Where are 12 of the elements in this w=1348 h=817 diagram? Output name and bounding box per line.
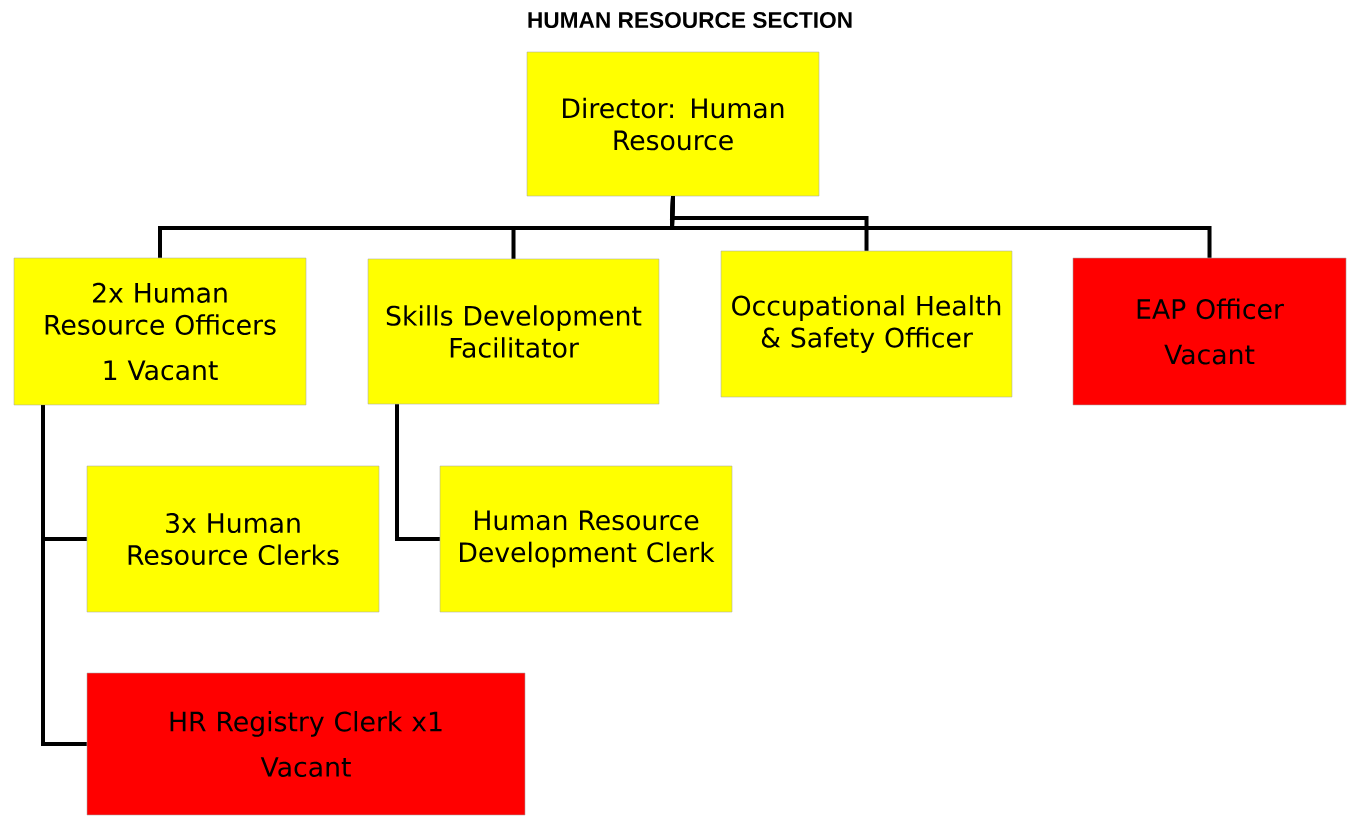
title: HUMAN RESOURCE SECTION (528, 11, 852, 29)
connector-line (395, 404, 440, 541)
connector-line (669, 196, 1212, 258)
position-box: Director: Human Resource (526, 51, 820, 197)
vacant-position-box: EAP Officer Vacant (1072, 257, 1347, 406)
position-box: Human Resource Development Clerk (439, 465, 733, 613)
position-box: 2x Human Resource Officers 1 Vacant (13, 257, 307, 406)
position-box: Skills Development Facilitator (367, 258, 660, 405)
vacant-position-box: HR Registry Clerk x1 Vacant (86, 672, 526, 816)
position-box: 3x Human Resource Clerks (86, 465, 380, 613)
connector-line (41, 405, 87, 746)
position-box: Occupational Health & Safety Officer (720, 250, 1013, 398)
